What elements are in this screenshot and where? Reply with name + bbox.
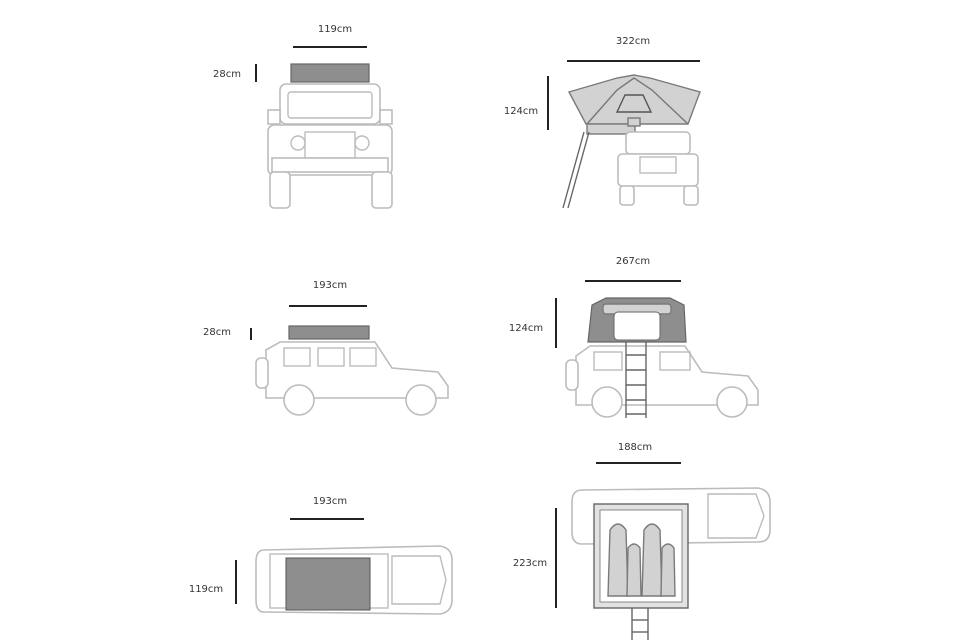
ladder-icon xyxy=(625,342,647,418)
height-label: 124cm xyxy=(504,106,538,117)
height-label: 119cm xyxy=(189,584,223,595)
width-label: 322cm xyxy=(616,36,650,47)
closed-tent-icon xyxy=(288,325,370,340)
front-open-view: 322cm 124cm xyxy=(504,36,701,209)
closed-tent-icon xyxy=(290,63,370,83)
open-tent-icon xyxy=(593,503,689,609)
open-tent-icon xyxy=(567,74,701,135)
ladder-icon xyxy=(562,131,585,209)
top-closed-view: 193cm 119cm xyxy=(189,496,453,615)
open-tent-icon xyxy=(587,297,687,343)
width-label: 267cm xyxy=(616,256,650,267)
jeep-side-icon xyxy=(255,341,449,416)
height-label: 28cm xyxy=(213,69,241,80)
side-open-view: 267cm 124cm xyxy=(509,256,759,418)
front-closed-view: 119cm 28cm xyxy=(213,24,393,209)
closed-tent-icon xyxy=(285,557,371,611)
jeep-front-icon xyxy=(617,131,699,206)
jeep-side-icon xyxy=(565,345,759,418)
width-label: 119cm xyxy=(318,24,352,35)
width-label: 193cm xyxy=(313,496,347,507)
side-closed-view: 193cm 28cm xyxy=(203,280,449,416)
height-label: 124cm xyxy=(509,323,543,334)
height-label: 223cm xyxy=(513,558,547,569)
ladder-icon xyxy=(631,608,649,640)
sleeping-bag-icon xyxy=(607,523,676,597)
jeep-front-icon xyxy=(267,83,393,209)
width-label: 188cm xyxy=(618,442,652,453)
height-label: 28cm xyxy=(203,327,231,338)
top-open-view: 188cm 223cm xyxy=(513,442,771,640)
width-label: 193cm xyxy=(313,280,347,291)
